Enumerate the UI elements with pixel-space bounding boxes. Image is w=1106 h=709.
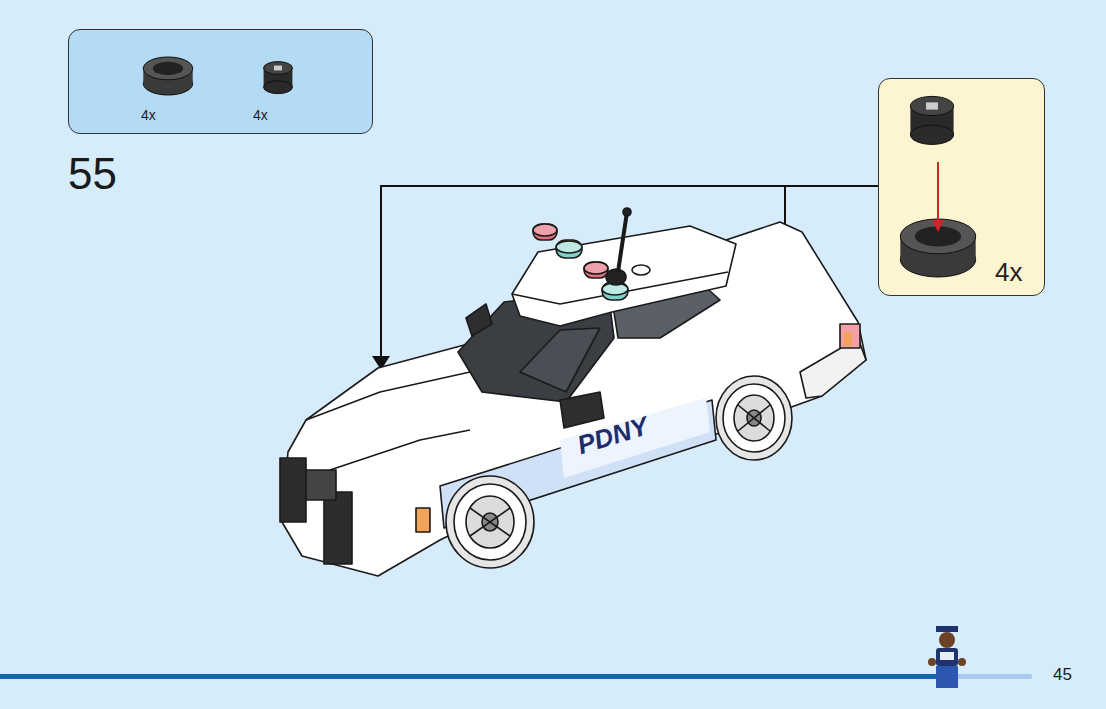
page-number: 45: [1053, 666, 1072, 683]
callout-leader: [381, 186, 878, 372]
minifigure: [928, 626, 966, 688]
page-bar: [0, 674, 940, 679]
callout-box: [878, 78, 1045, 296]
arrow-head: [372, 356, 390, 370]
car-decal-text: PDNY: [574, 412, 651, 458]
arrow-head: [776, 370, 794, 384]
step-number: 55: [68, 152, 117, 196]
page-bar: [940, 674, 1032, 679]
police-car: [280, 208, 866, 576]
parts-list-box: [68, 29, 373, 134]
